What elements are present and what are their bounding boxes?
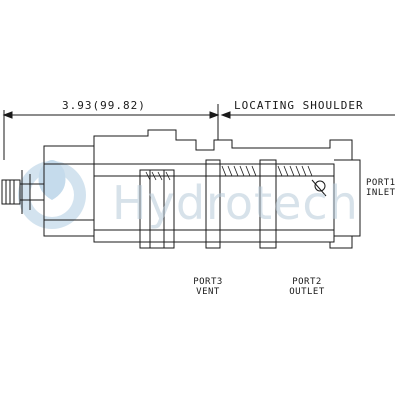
port1-label: PORT1 INLET [366,178,396,198]
port3-label: PORT3 VENT [193,277,223,297]
dim-arrow-right [209,111,220,119]
overall-length-dimension: 3.93(99.82) [60,99,148,112]
watermark-logo [18,160,86,229]
locating-arrow [220,111,231,119]
nose-end [320,139,361,249]
dim-arrow-left [2,111,13,119]
spring [145,165,313,181]
port2-label: PORT2 OUTLET [289,277,325,297]
locating-shoulder-label: LOCATING SHOULDER [232,99,366,112]
adjust-stem [1,179,21,205]
